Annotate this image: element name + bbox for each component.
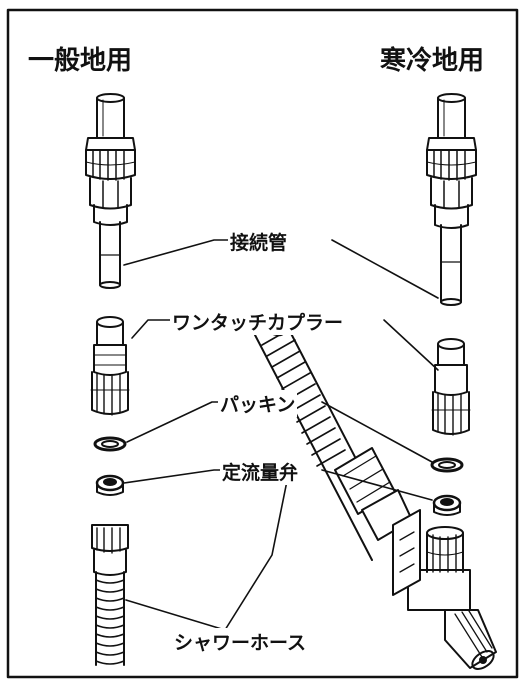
right-packing — [430, 457, 464, 473]
diagram-frame — [6, 8, 519, 679]
leader-lines — [123, 239, 439, 631]
left-faucet-assembly — [85, 93, 136, 289]
leader-connection-pipe-right — [331, 239, 439, 299]
left-packing — [93, 436, 127, 452]
leader-packing-right — [321, 401, 433, 463]
leader-coupler-left — [131, 319, 173, 339]
right-faucet-assembly — [426, 93, 477, 306]
left-shower-hose — [91, 524, 129, 666]
leader-connection-pipe-left — [123, 239, 231, 266]
leader-coupler-right — [383, 319, 439, 371]
left-coupler — [90, 316, 130, 416]
header-cold-region-use: 寒冷地用 — [380, 46, 485, 76]
label-connection-pipe: 接続管 — [228, 228, 290, 255]
left-flow-valve — [95, 474, 125, 496]
label-shower-hose: シャワーホース — [172, 628, 309, 655]
right-flow-valve — [432, 494, 462, 516]
leader-valve-left — [123, 469, 223, 484]
leader-packing-left — [126, 401, 221, 443]
label-one-touch-coupler: ワンタッチカプラー — [170, 308, 346, 335]
leader-valve-right — [321, 469, 433, 501]
leader-hose-right — [224, 475, 289, 631]
header-general-use: 一般地用 — [28, 46, 133, 76]
right-shower-hose-and-valve — [253, 315, 497, 670]
leader-hose-left — [125, 599, 226, 631]
right-coupler — [431, 338, 471, 436]
label-constant-flow-valve: 定流量弁 — [220, 458, 301, 485]
label-packing: パッキン — [218, 390, 298, 417]
